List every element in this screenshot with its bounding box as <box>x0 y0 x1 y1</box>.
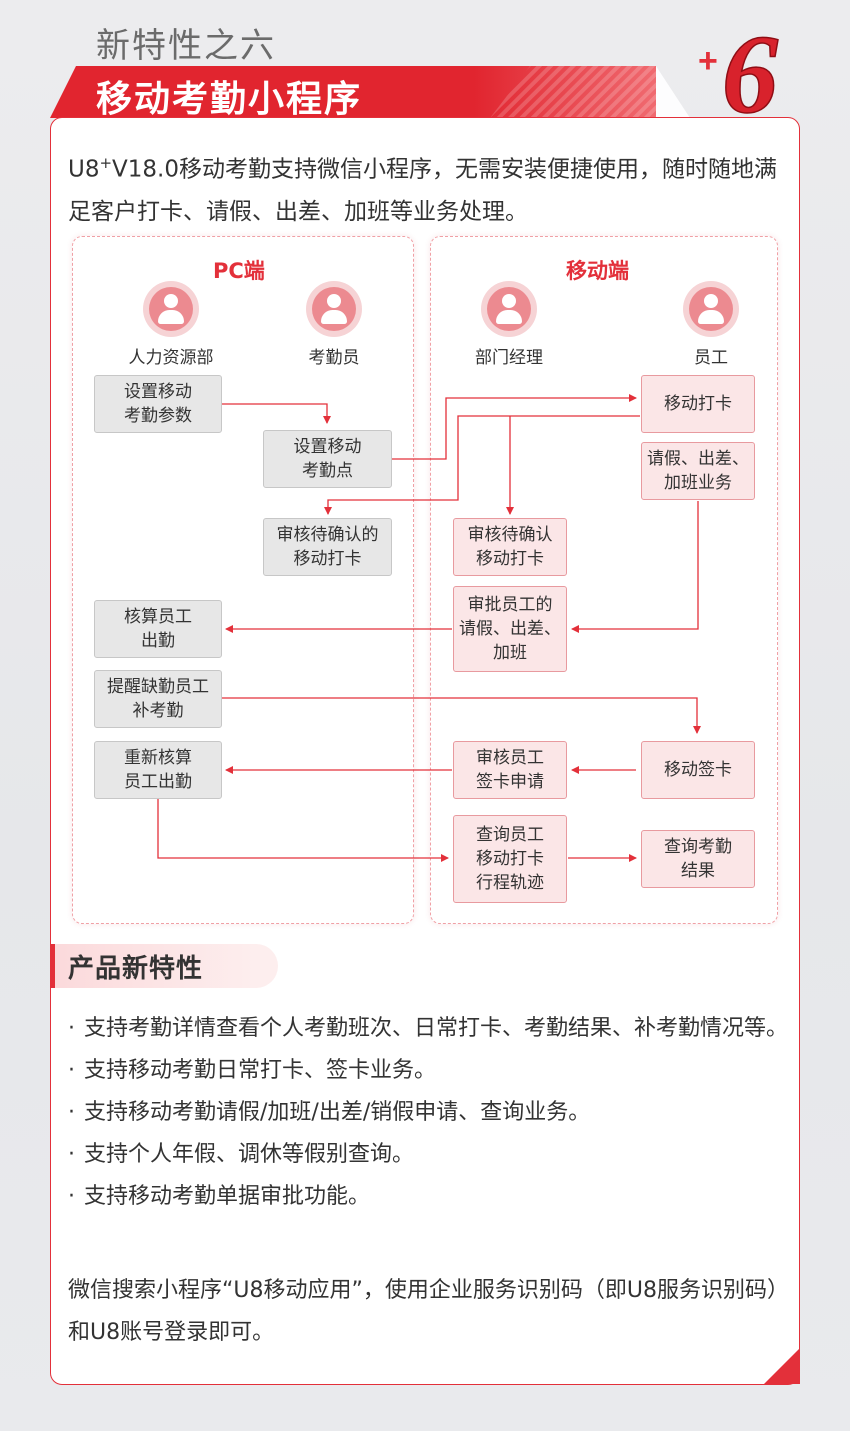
calc-attendance-box: 核算员工 出勤 <box>94 600 222 658</box>
feature-item: 支持移动考勤请假/加班/出差/销假申请、查询业务。 <box>68 1092 788 1134</box>
feature-list: 支持考勤详情查看个人考勤班次、日常打卡、考勤结果、补考勤情况等。 支持移动考勤日… <box>68 1008 788 1218</box>
feature-item: 支持考勤详情查看个人考勤班次、日常打卡、考勤结果、补考勤情况等。 <box>68 1008 788 1050</box>
mobile-panel <box>430 236 778 924</box>
intro-text: V18.0移动考勤支持微信小程序，无需安装便捷使用，随时随地满足客户打卡、请假、… <box>68 156 777 225</box>
query-track-box: 查询员工 移动打卡 行程轨迹 <box>453 815 567 903</box>
page-title: 移动考勤小程序 <box>96 79 363 120</box>
feature-item: 支持移动考勤单据审批功能。 <box>68 1176 788 1218</box>
leave-box: 请假、出差、 加班业务 <box>641 442 755 500</box>
review-sign-box: 审核员工 签卡申请 <box>453 741 567 799</box>
intro-paragraph: U8+V18.0移动考勤支持微信小程序，无需安装便捷使用，随时随地满足客户打卡、… <box>68 142 788 233</box>
feature-item: 支持个人年假、调休等假别查询。 <box>68 1134 788 1176</box>
arrow-points-to-clockin <box>392 394 637 460</box>
person-icon <box>683 281 739 337</box>
person-icon <box>306 281 362 337</box>
section-title: 产品新特性 <box>68 954 204 984</box>
review-pending-box: 审核待确认的 移动打卡 <box>263 518 392 576</box>
corner-decoration <box>764 1348 800 1384</box>
intro-sup: + <box>99 154 113 172</box>
set-points-box: 设置移动 考勤点 <box>263 430 392 488</box>
remind-box: 提醒缺勤员工 补考勤 <box>94 670 222 728</box>
arrow-remind-to-sign <box>222 697 701 734</box>
sign-card-box: 移动签卡 <box>641 741 755 799</box>
role-label: 员工 <box>694 348 728 368</box>
arrow-params-to-points <box>222 403 331 424</box>
badge-plus: + <box>698 42 718 80</box>
intro-prefix: U8 <box>68 156 100 183</box>
approve-leave-box: 审批员工的 请假、出差、 加班 <box>453 586 567 672</box>
role-label: 部门经理 <box>475 348 543 368</box>
role-employee: 员工 <box>656 281 766 368</box>
recalc-box: 重新核算 员工出勤 <box>94 741 222 799</box>
role-hr: 人力资源部 <box>116 281 226 368</box>
arrow-recalc-to-track <box>157 799 449 862</box>
role-label: 人力资源部 <box>128 348 214 368</box>
footer-note: 微信搜索小程序“U8移动应用”，使用企业服务识别码（即U8服务识别码）和U8账号… <box>68 1278 778 1345</box>
section-kicker: 新特性之六 <box>96 26 276 66</box>
arrow-leave-to-approve <box>571 501 699 633</box>
feature-six-badge: + 6 <box>696 8 816 138</box>
feature-item: 支持移动考勤日常打卡、签卡业务。 <box>68 1050 788 1092</box>
role-manager: 部门经理 <box>454 281 564 368</box>
role-clerk: 考勤员 <box>279 281 389 368</box>
person-icon <box>481 281 537 337</box>
title-banner <box>50 66 690 118</box>
clock-in-box: 移动打卡 <box>641 375 755 433</box>
review-clock-box: 审核待确认 移动打卡 <box>453 518 567 576</box>
role-label: 考勤员 <box>308 348 360 368</box>
badge-number: 6 <box>722 13 778 118</box>
pc-panel <box>72 236 414 924</box>
section-tab <box>50 944 278 988</box>
pc-panel-title: PC端 <box>213 259 265 283</box>
query-result-box: 查询考勤 结果 <box>641 830 755 888</box>
person-icon <box>143 281 199 337</box>
mobile-panel-title: 移动端 <box>566 259 629 283</box>
set-params-box: 设置移动 考勤参数 <box>94 375 222 433</box>
arrow-clockin-to-review <box>324 415 640 515</box>
